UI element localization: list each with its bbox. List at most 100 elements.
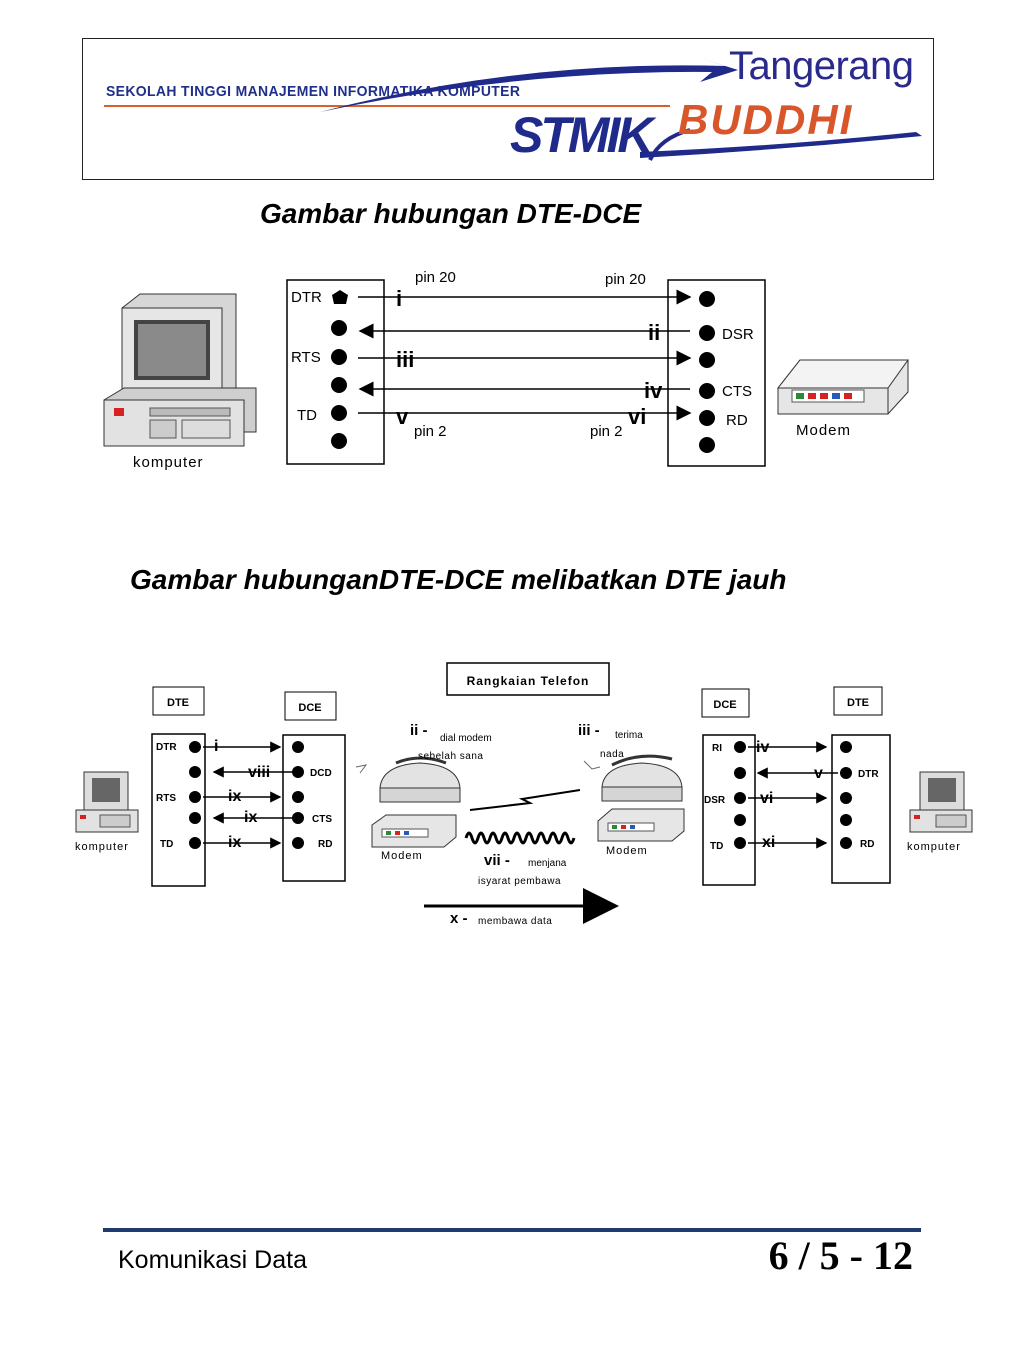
right-dce-box <box>702 734 756 886</box>
signal-iii: iii <box>396 347 414 372</box>
right-pin-dsr: DSR <box>722 326 754 343</box>
right-dce-tag <box>701 688 750 718</box>
dce-box <box>667 279 766 467</box>
svg-text:komputer: komputer <box>75 841 129 853</box>
right-computer-icon <box>909 771 973 833</box>
signal-vi: vi <box>628 404 646 429</box>
left-pin-dtr: DTR <box>291 289 322 306</box>
svg-text:xi: xi <box>762 834 775 851</box>
svg-text:membawa data: membawa data <box>478 916 552 927</box>
signal-lines <box>358 289 692 421</box>
svg-text:RD: RD <box>860 839 874 850</box>
right-ring-icon <box>583 760 601 770</box>
modem-label: Modem <box>796 422 851 439</box>
school-underline <box>104 105 670 107</box>
caption-diagram2: Gambar hubunganDTE-DCE melibatkan DTE ja… <box>130 564 787 595</box>
left-signal-lines <box>203 741 292 849</box>
computer-icon <box>103 293 257 447</box>
right-dte-tag <box>833 686 883 716</box>
left-modem-icon <box>371 814 457 848</box>
pin2-left-label: pin 2 <box>414 423 447 440</box>
svg-text:DCE: DCE <box>713 699 736 711</box>
right-pin-rd: RD <box>726 412 748 429</box>
signal-i: i <box>396 286 402 311</box>
pin20-right-label: pin 20 <box>605 271 646 288</box>
footer-subject: Komunikasi Data <box>118 1246 307 1274</box>
left-dte-box <box>151 733 206 887</box>
svg-text:viii: viii <box>248 764 270 781</box>
svg-text:Modem: Modem <box>381 850 423 862</box>
left-phone-icon <box>379 756 461 803</box>
svg-text:Modem: Modem <box>606 845 648 857</box>
left-dce-tag <box>284 691 337 721</box>
svg-text:isyarat pembawa: isyarat pembawa <box>478 876 561 887</box>
svg-text:TD: TD <box>160 839 173 850</box>
right-signal-lines <box>748 741 838 849</box>
svg-text:x -: x - <box>450 910 468 927</box>
carrier-wave-icon <box>464 831 576 845</box>
signal-labels: i ii iii iv v vi <box>396 286 663 429</box>
dte-dce-remote-diagram: Rangkaian Telefon DTE DCE DCE DTE DTR RT… <box>75 662 973 927</box>
pin20-left-label: pin 20 <box>415 269 456 286</box>
svg-text:sebelah sana: sebelah sana <box>418 751 484 762</box>
svg-text:nada: nada <box>600 749 624 760</box>
logo-stmik: STMIK <box>510 107 654 163</box>
right-phone-icon <box>601 754 683 802</box>
svg-text:DCE: DCE <box>298 702 321 714</box>
left-ring-icon <box>355 764 368 774</box>
dte-box <box>286 279 385 465</box>
footer-rule <box>103 1228 921 1232</box>
computer-label: komputer <box>133 454 204 471</box>
right-connector-dots <box>699 291 715 453</box>
svg-text:ix: ix <box>228 834 241 851</box>
pin2-right-label: pin 2 <box>590 423 623 440</box>
svg-text:DCD: DCD <box>310 768 332 779</box>
right-dte-box <box>831 734 891 884</box>
modem-icon <box>776 359 909 415</box>
signal-v: v <box>396 404 409 429</box>
right-pin-cts: CTS <box>722 383 752 400</box>
svg-text:DTE: DTE <box>167 697 189 709</box>
svg-text:vii -: vii - <box>484 852 510 869</box>
svg-text:ix: ix <box>244 809 257 826</box>
svg-text:komputer: komputer <box>907 841 961 853</box>
svg-text:DTR: DTR <box>858 769 879 780</box>
school-name: SEKOLAH TINGGI MANAJEMEN INFORMATIKA KOM… <box>106 83 521 100</box>
phone-network-box <box>446 662 610 696</box>
svg-text:CTS: CTS <box>312 814 332 825</box>
left-pin-td: TD <box>297 407 317 424</box>
header-box <box>82 38 934 180</box>
signal-ii: ii <box>648 320 660 345</box>
signal-iv: iv <box>644 378 663 403</box>
logo-swoosh-icon <box>320 58 922 161</box>
footer-page-number: 6 / 5 - 12 <box>768 1233 913 1278</box>
left-dce-box <box>282 734 346 882</box>
left-computer-icon <box>75 771 139 833</box>
svg-text:RTS: RTS <box>156 793 176 804</box>
lightning-icon <box>469 789 581 811</box>
svg-text:DTE: DTE <box>847 697 869 709</box>
svg-text:menjana: menjana <box>528 858 567 869</box>
svg-text:RI: RI <box>712 743 722 754</box>
svg-text:terima: terima <box>615 730 643 741</box>
right-modem-icon <box>597 808 685 842</box>
svg-text:TD: TD <box>710 841 723 852</box>
left-connector-dots <box>331 290 348 449</box>
dte-dce-diagram: komputer DTR RTS TD DSR CTS RD <box>103 269 909 471</box>
svg-text:vi: vi <box>760 790 773 807</box>
logo-buddhi: BUDDHI <box>678 96 854 143</box>
svg-text:ix: ix <box>228 788 241 805</box>
svg-text:iii -: iii - <box>578 722 600 739</box>
svg-text:ii -: ii - <box>410 722 428 739</box>
svg-text:i: i <box>214 738 218 755</box>
svg-text:DTR: DTR <box>156 742 177 753</box>
svg-text:RD: RD <box>318 839 332 850</box>
logo-city: Tangerang <box>729 44 914 88</box>
svg-text:v: v <box>814 765 823 782</box>
caption-diagram1: Gambar hubungan DTE-DCE <box>260 198 642 229</box>
svg-text:DSR: DSR <box>704 795 726 806</box>
phone-network-label: Rangkaian Telefon <box>467 674 590 688</box>
svg-text:iv: iv <box>756 739 769 756</box>
left-pin-rts: RTS <box>291 349 321 366</box>
